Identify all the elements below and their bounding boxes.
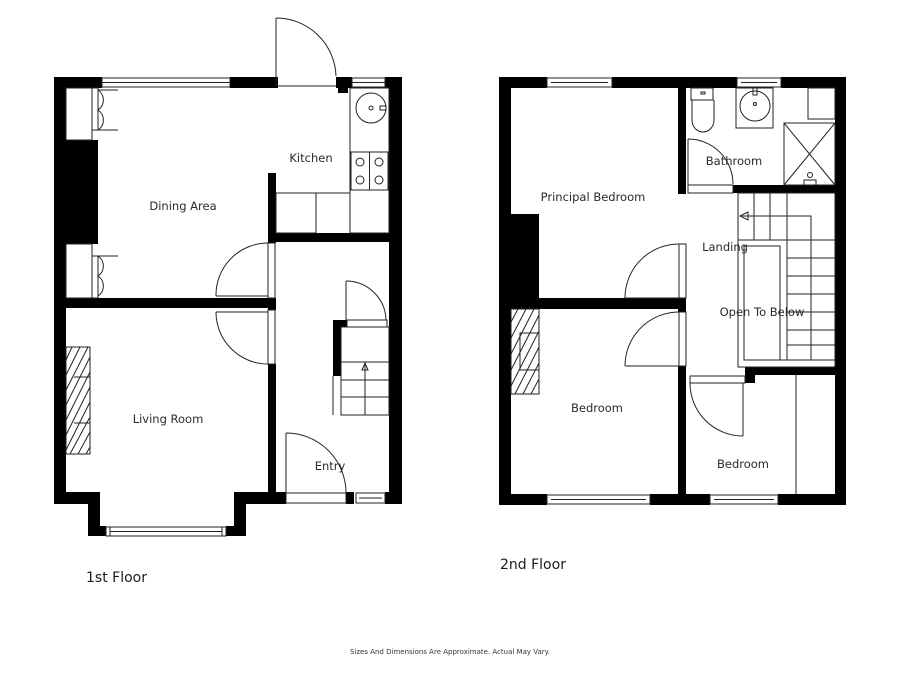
room-label-entry: Entry (314, 459, 346, 473)
room-label-bathroom: Bathroom (705, 154, 763, 168)
floor-label-1st: 1st Floor (86, 570, 147, 586)
room-label-dining-area: Dining Area (149, 199, 217, 213)
walls-1st-floor (54, 77, 402, 536)
room-label-living-room: Living Room (132, 412, 204, 426)
room-label-open-to-below: Open To Below (719, 305, 805, 319)
fixtures-2nd-floor (510, 77, 836, 505)
room-label-kitchen: Kitchen (289, 151, 333, 165)
room-label-bedroom-small: Bedroom (716, 457, 770, 471)
floor-label-2nd: 2nd Floor (500, 557, 566, 573)
room-label-principal-bedroom: Principal Bedroom (540, 190, 646, 204)
room-label-landing: Landing (702, 240, 748, 254)
disclaimer-note: Sizes And Dimensions Are Approximate. Ac… (349, 648, 551, 656)
room-label-bedroom: Bedroom (570, 401, 624, 415)
walls-2nd-floor (499, 77, 846, 505)
fixtures-1st-floor (65, 17, 390, 537)
